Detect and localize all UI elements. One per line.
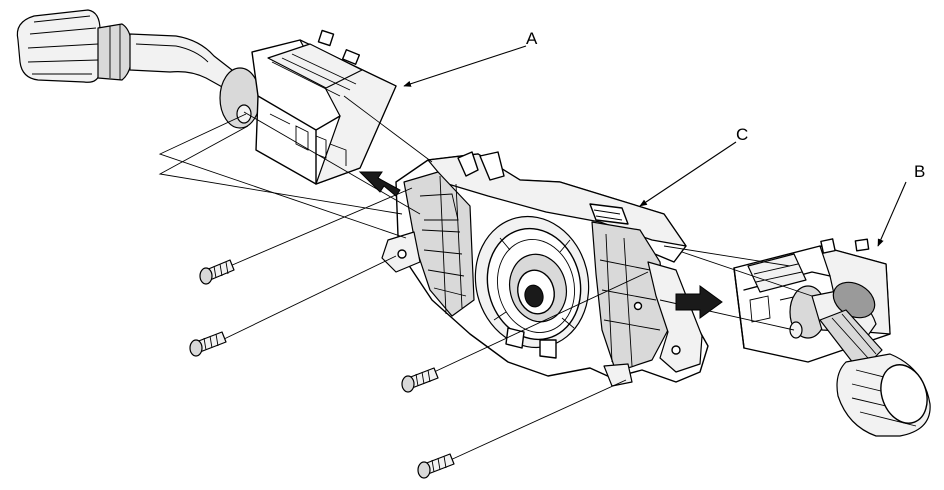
lighting-turn-signal-switch-b [733, 238, 931, 437]
alignment-lines [158, 95, 813, 331]
callout-b-leader [877, 181, 907, 247]
callout-a-leader [403, 45, 527, 87]
callout-label-c: C [736, 125, 748, 144]
screw-icon [417, 453, 455, 479]
callout-c-leader [639, 141, 737, 207]
combination-switch-housing-c [381, 151, 709, 387]
callout-label-b: B [914, 162, 925, 181]
screw-icon [189, 331, 227, 357]
removal-direction-arrow-icon [675, 285, 723, 319]
callout-label-a: A [526, 29, 538, 48]
wiper-lever-switch-a [16, 9, 397, 185]
screw-icon [401, 367, 439, 393]
screw-icon [199, 259, 235, 285]
removal-direction-arrow-icon [358, 171, 401, 197]
screws [189, 187, 649, 479]
